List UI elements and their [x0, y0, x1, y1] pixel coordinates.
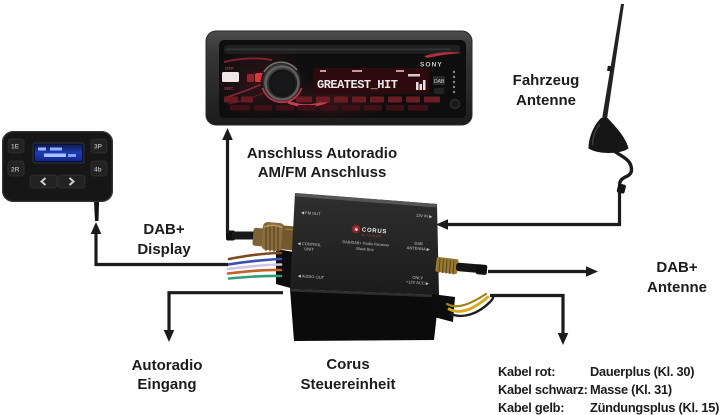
svg-text:ONLY: ONLY — [412, 275, 423, 281]
svg-text:Eingang: Eingang — [137, 376, 196, 393]
svg-text:Display: Display — [137, 241, 191, 258]
svg-text:Autoradio: Autoradio — [132, 357, 203, 374]
svg-text:Kabel gelb:: Kabel gelb: — [498, 400, 564, 415]
svg-text:◀ AUDIO OUT: ◀ AUDIO OUT — [298, 273, 325, 280]
svg-text:DAB: DAB — [414, 241, 423, 247]
svg-text:Steuereinheit: Steuereinheit — [300, 376, 395, 393]
svg-text:OFF: OFF — [225, 66, 234, 71]
svg-text:DAB+: DAB+ — [656, 259, 697, 276]
svg-text:◀ FM OUT: ◀ FM OUT — [301, 210, 321, 216]
svg-text:by corusradio: by corusradio — [361, 233, 382, 239]
svg-text:◀ CONTROL: ◀ CONTROL — [297, 241, 322, 248]
svg-text:+12V ACC ▶: +12V ACC ▶ — [406, 279, 430, 286]
svg-text:12V IN ▶: 12V IN ▶ — [416, 213, 434, 219]
svg-text:AM/FM Anschluss: AM/FM Anschluss — [258, 164, 387, 181]
svg-text:Zündungsplus (Kl. 15): Zündungsplus (Kl. 15) — [590, 400, 719, 415]
svg-text:Fahrzeug: Fahrzeug — [513, 72, 580, 89]
svg-text:Antenne: Antenne — [516, 92, 576, 109]
svg-text:GREATEST_HIT: GREATEST_HIT — [317, 78, 398, 92]
svg-text:Corus: Corus — [326, 356, 369, 373]
svg-text:DAB/DAB+ Radio Receiver: DAB/DAB+ Radio Receiver — [342, 239, 390, 248]
svg-text:UNIT: UNIT — [304, 246, 314, 252]
svg-text:Kabel rot:: Kabel rot: — [498, 364, 555, 379]
svg-text:ANTENNA ▶: ANTENNA ▶ — [407, 245, 431, 252]
svg-text:Anschluss Autoradio: Anschluss Autoradio — [247, 145, 397, 162]
svg-text:1E: 1E — [11, 144, 20, 151]
svg-text:Black Box: Black Box — [356, 246, 374, 252]
svg-text:Dauerplus (Kl. 30): Dauerplus (Kl. 30) — [590, 364, 694, 379]
svg-text:4b: 4b — [94, 167, 102, 174]
svg-text:Kabel schwarz:: Kabel schwarz: — [498, 382, 588, 397]
svg-text:SONY: SONY — [420, 62, 443, 69]
svg-text:Antenne: Antenne — [647, 279, 707, 296]
svg-text:3P: 3P — [94, 144, 103, 151]
svg-text:Masse (Kl. 31): Masse (Kl. 31) — [590, 382, 672, 397]
svg-text:CORUS: CORUS — [362, 227, 388, 235]
svg-text:DAB+: DAB+ — [143, 221, 184, 238]
svg-text:SRC: SRC — [224, 86, 234, 91]
svg-text:DAB: DAB — [434, 79, 445, 85]
svg-text:2R: 2R — [11, 167, 20, 174]
